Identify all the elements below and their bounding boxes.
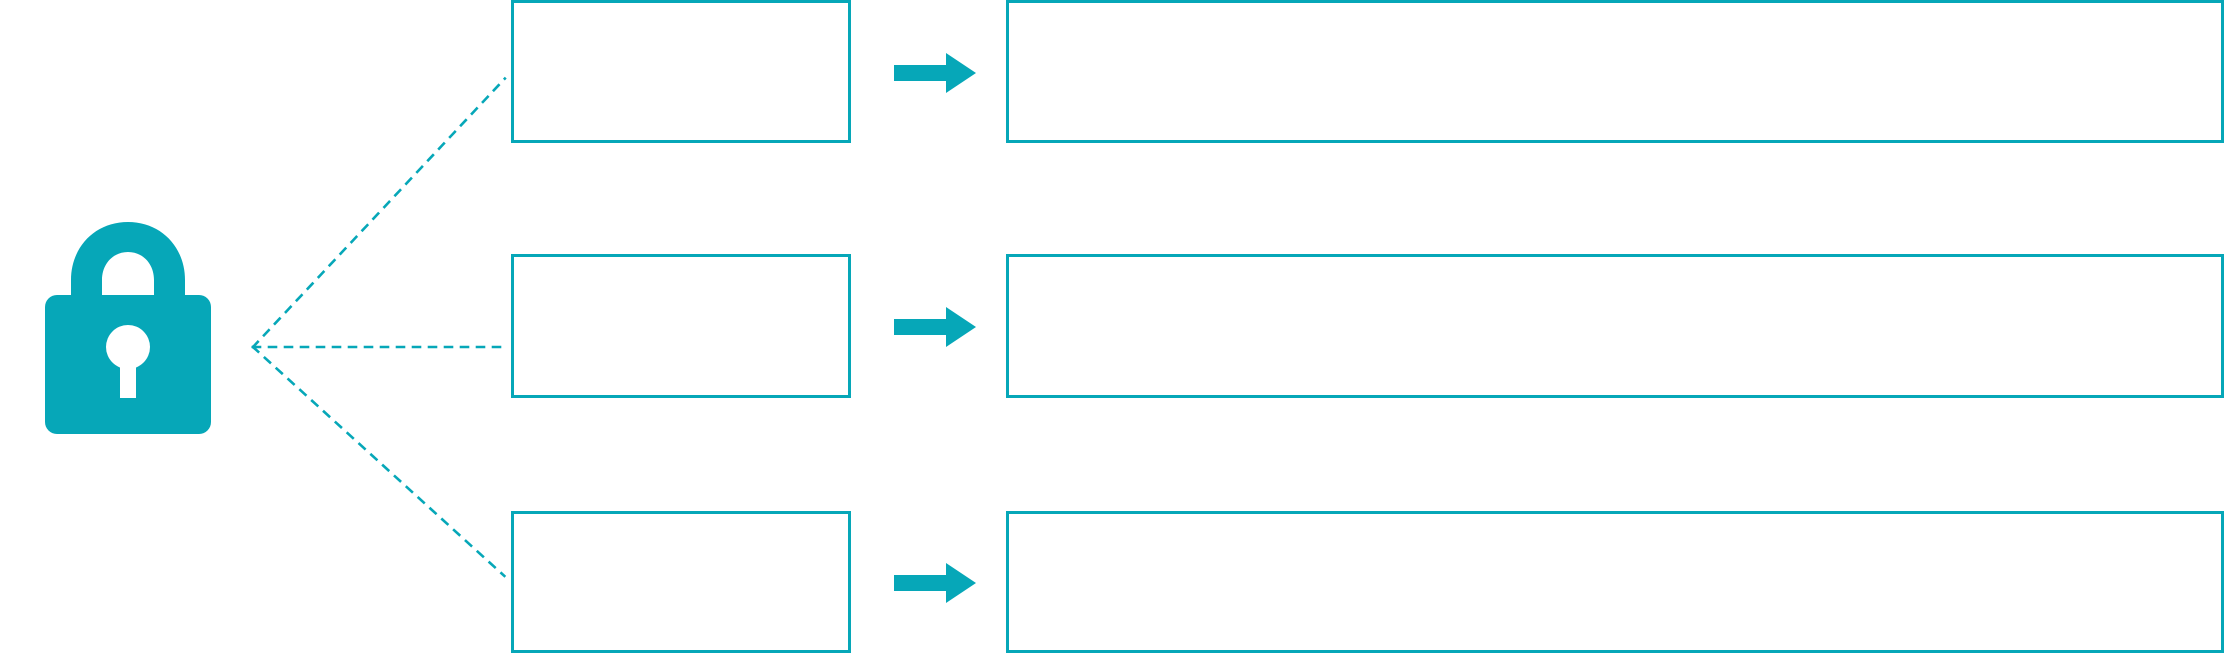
- arrow-right-icon-row-3: [894, 563, 976, 603]
- big-box-row-2-label: [1009, 257, 2221, 395]
- arrow-right-icon-row-2: [894, 307, 976, 347]
- arrow-right-icon-row-1: [894, 53, 976, 93]
- small-box-row-1-label: [514, 3, 848, 140]
- big-box-row-3-label: [1009, 514, 2221, 650]
- big-box-row-1[interactable]: [1006, 0, 2224, 143]
- big-box-row-3[interactable]: [1006, 511, 2224, 653]
- small-box-row-1[interactable]: [511, 0, 851, 143]
- small-box-row-2[interactable]: [511, 254, 851, 398]
- padlock-icon: [38, 216, 218, 440]
- small-box-row-2-label: [514, 257, 848, 395]
- small-box-row-3[interactable]: [511, 511, 851, 653]
- connector-to-row-3: [251, 345, 507, 578]
- big-box-row-1-label: [1009, 3, 2221, 140]
- small-box-row-3-label: [514, 514, 848, 650]
- big-box-row-2[interactable]: [1006, 254, 2224, 398]
- connector-to-row-1: [251, 76, 507, 349]
